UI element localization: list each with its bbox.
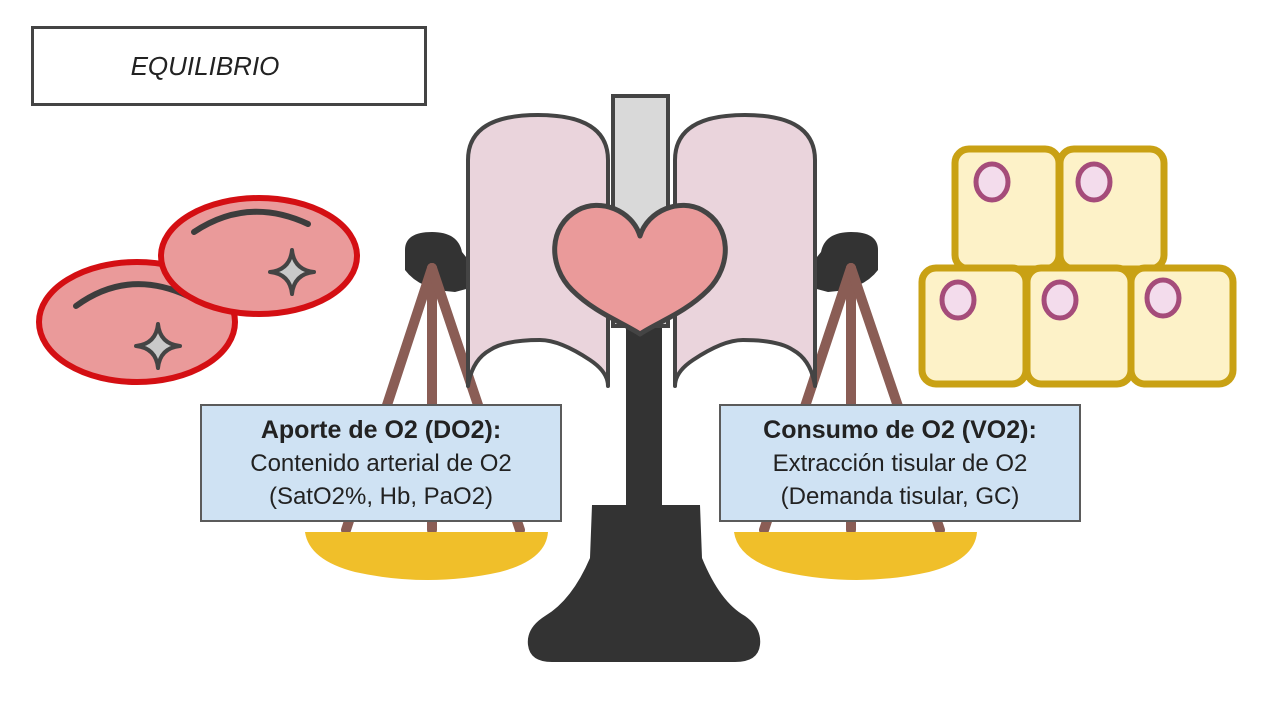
tissue-cell xyxy=(1056,145,1168,273)
rbc-highlight-arc xyxy=(191,208,311,235)
delivery-heading: Aporte de O2 (DO2): xyxy=(260,415,502,444)
sparkle-icon xyxy=(134,322,182,370)
red-blood-cells-icon xyxy=(36,195,360,385)
page-title: EQUILIBRIO xyxy=(130,50,280,81)
balance-scale-icon xyxy=(305,232,977,662)
scale-pole xyxy=(626,310,662,520)
oxygen-consumption-label: Consumo de O2 (VO2): Extracción tisular … xyxy=(719,404,1081,522)
cell-nucleus xyxy=(1041,279,1079,321)
cell-nucleus xyxy=(939,279,977,321)
tissue-cell xyxy=(918,264,1030,388)
cell-nucleus xyxy=(1144,277,1182,319)
tissue-cell xyxy=(1127,264,1237,388)
sparkle-icon xyxy=(268,248,316,296)
title-box: EQUILIBRIO xyxy=(31,26,427,106)
consumption-heading: Consumo de O2 (VO2): xyxy=(763,415,1037,444)
tissue-cells-icon xyxy=(918,145,1237,388)
scale-beam-left xyxy=(405,232,470,292)
rbc-highlight-arc xyxy=(73,281,191,309)
scale-base xyxy=(527,505,761,662)
tissue-cell xyxy=(951,145,1063,273)
lung-left xyxy=(466,113,610,388)
oxygen-delivery-label: Aporte de O2 (DO2): Contenido arterial d… xyxy=(200,404,562,522)
consumption-line-1: Extracción tisular de O2 xyxy=(772,449,1028,477)
delivery-line-2: (SatO2%, Hb, PaO2) xyxy=(268,482,494,510)
cell-nucleus xyxy=(973,161,1011,203)
consumption-line-2: (Demanda tisular, GC) xyxy=(780,482,1020,510)
scale-pan-right xyxy=(734,532,977,580)
tissue-cell xyxy=(1023,264,1135,388)
red-blood-cell-front xyxy=(158,195,360,317)
heart-icon xyxy=(552,202,728,337)
scale-beam-right xyxy=(813,232,878,292)
scale-pan-left xyxy=(305,532,548,580)
delivery-line-1: Contenido arterial de O2 xyxy=(250,449,512,477)
cell-nucleus xyxy=(1075,161,1113,203)
lung-right xyxy=(673,113,817,388)
